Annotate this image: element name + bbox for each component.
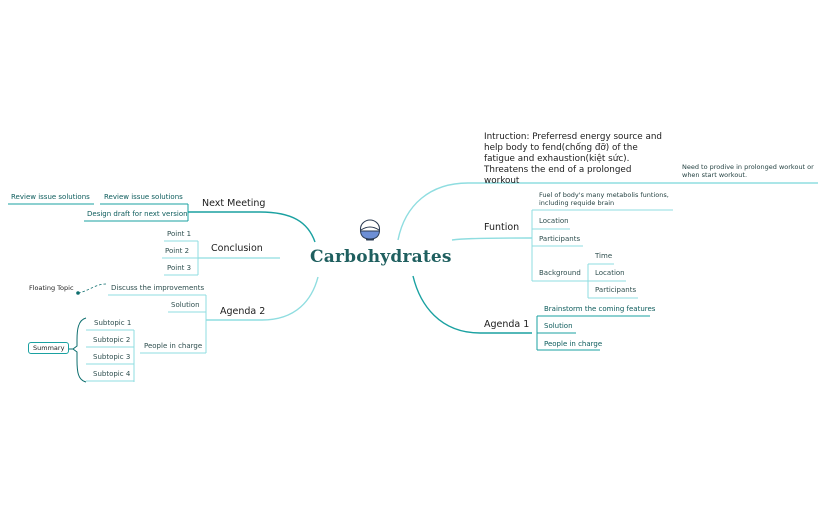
summary-topic[interactable]: Summary: [28, 342, 70, 355]
rice-bowl-icon: [359, 219, 381, 241]
agenda2-item-discuss[interactable]: Discuss the improvements: [111, 284, 205, 292]
next-meeting-topic[interactable]: Next Meeting: [202, 198, 266, 209]
agenda2-topic[interactable]: Agenda 2: [220, 306, 266, 317]
agenda1-item-solution[interactable]: Solution: [544, 322, 573, 330]
funtion-item-participants[interactable]: Participants: [539, 235, 581, 243]
floating-relationship: [78, 283, 107, 294]
conclusion-point-2[interactable]: Point 2: [165, 247, 190, 255]
agenda1-item-brainstorm[interactable]: Brainstorm the coming features: [544, 305, 656, 313]
branch-agenda1: [412, 275, 532, 334]
subtopic-2[interactable]: Subtopic 2: [93, 336, 131, 344]
intro-note[interactable]: Need to prodive in prolonged workout or …: [682, 163, 814, 180]
subtopic-4[interactable]: Subtopic 4: [93, 370, 131, 378]
next-meeting-item-review[interactable]: Review issue solutions: [104, 193, 183, 201]
funtion-item-location[interactable]: Location: [539, 217, 569, 225]
conclusion-point-1[interactable]: Point 1: [167, 230, 192, 238]
agenda2-item-people[interactable]: People in charge: [144, 342, 203, 350]
funtion-topic[interactable]: Funtion: [484, 222, 520, 233]
funtion-item-fuel[interactable]: Fuel of body's many metabolis funtions, …: [539, 191, 669, 208]
branch-agenda2: [206, 276, 319, 321]
background-item-time[interactable]: Time: [595, 252, 613, 260]
funtion-item-background[interactable]: Background: [539, 269, 581, 277]
conclusion-point-3[interactable]: Point 3: [167, 264, 192, 272]
subtopic-3[interactable]: Subtopic 3: [93, 353, 131, 361]
agenda1-item-people[interactable]: People in charge: [544, 340, 603, 348]
branch-funtion: [451, 237, 533, 241]
conclusion-topic[interactable]: Conclusion: [211, 243, 263, 254]
floating-topic[interactable]: Floating Topic: [29, 284, 74, 292]
central-topic[interactable]: Carbohydrates: [310, 247, 452, 267]
background-item-participants[interactable]: Participants: [595, 286, 637, 294]
intro-topic[interactable]: Intruction: Preferresd energy source and…: [484, 132, 663, 186]
subtopic-1[interactable]: Subtopic 1: [94, 319, 132, 327]
next-meeting-item-design[interactable]: Design draft for next version: [87, 210, 188, 218]
agenda1-topic[interactable]: Agenda 1: [484, 319, 530, 330]
branch-intro: [397, 182, 818, 241]
branch-next-meeting: [188, 211, 316, 243]
agenda2-item-solution[interactable]: Solution: [171, 301, 200, 309]
summary-bracket: [72, 317, 87, 383]
review-child-item[interactable]: Review issue solutions: [11, 193, 90, 201]
background-item-location[interactable]: Location: [595, 269, 625, 277]
